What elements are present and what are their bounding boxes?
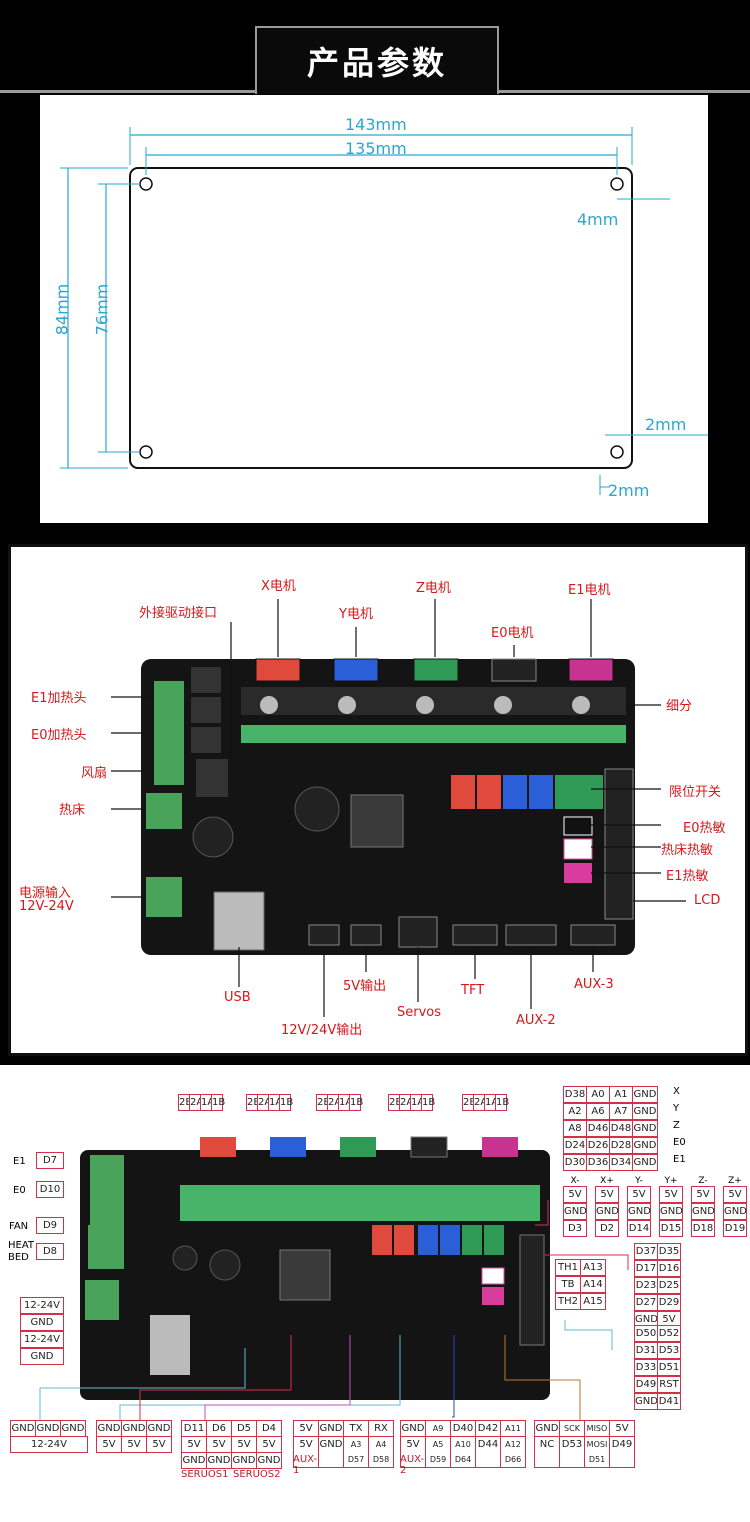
dimension-drawing [60,127,708,495]
label-tft: TFT [461,983,485,998]
power-pins: 12-24V GND 12-24V GND [20,1297,64,1365]
page-title: 产品参数 [306,44,447,82]
left-fan-pin: D9 [36,1217,64,1234]
left-e0-pin: D10 [36,1181,64,1198]
mount-hole [610,445,624,459]
pinout-board-illustration [39,1136,629,1420]
label-endstop: 限位开关 [669,785,722,800]
label-usb: USB [224,990,251,1005]
label-e0-therm: E0热敏 [683,821,726,836]
label-lcd: LCD [694,893,721,908]
label-x-motor: X电机 [261,579,296,594]
label-power-in: 电源输入 [19,886,72,901]
dim-height-outer: 84mm [52,283,72,336]
board-illustration [111,599,686,1017]
board-diagram-panel: X电机 Y电机 Z电机 E0电机 E1电机 外接驱动接口 E1加热头 E0加热头… [8,544,748,1056]
label-e0-motor: E0电机 [491,626,534,641]
mount-hole [610,177,624,191]
label-fan: 风扇 [81,766,108,781]
label-bed-therm: 热床热敏 [661,843,714,858]
board-outline [129,167,633,469]
label-power-range: 12V-24V [19,899,74,914]
left-heatbed-pin: D8 [36,1243,64,1260]
left-e1-pin: D7 [36,1152,64,1169]
label-heatbed: 热床 [59,803,86,818]
dim-width-outer: 143mm [345,115,407,134]
left-heatbed-label: HEAT BED [8,1240,35,1263]
label-aux2: AUX-2 [516,1013,556,1028]
label-e0-heater: E0加热头 [31,728,87,743]
label-e1-motor: E1电机 [568,583,611,598]
label-e1-heater: E1加热头 [31,691,87,706]
dim-width-inner: 135mm [345,139,407,158]
dim-height-inner: 76mm [92,283,112,336]
label-5v-out: 5V输出 [343,979,387,994]
dim-margin-right: 2mm [645,415,687,434]
dim-margin-bottom: 2mm [608,481,650,500]
dim-hole-edge: 4mm [577,210,619,229]
header-tab [255,26,499,94]
left-e0-label: E0 [13,1185,26,1196]
dimension-panel: 143mm 135mm 84mm 76mm 4mm 2mm 2mm [40,95,708,523]
left-fan-label: FAN [9,1221,29,1232]
left-e1-label: E1 [13,1156,26,1167]
label-servos: Servos [397,1005,442,1020]
label-e1-therm: E1热敏 [666,869,709,884]
label-aux3: AUX-3 [574,977,614,992]
label-ext-driver: 外接驱动接口 [139,606,218,621]
label-12v-out: 12V/24V输出 [281,1023,363,1038]
label-y-motor: Y电机 [339,607,373,622]
label-microstep: 细分 [666,699,693,714]
label-z-motor: Z电机 [416,581,451,596]
